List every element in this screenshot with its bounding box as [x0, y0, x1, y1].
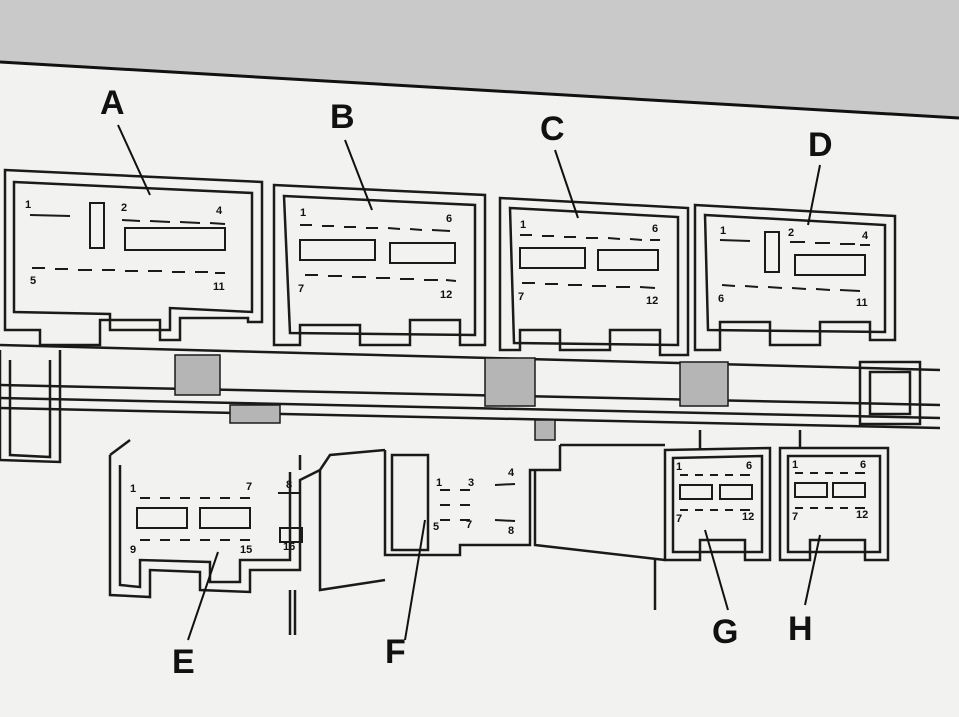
callout-b-label: B	[330, 98, 355, 136]
pin-number: 1	[720, 225, 727, 237]
connector-c-outline	[498, 196, 690, 357]
pin-number: 7	[246, 481, 253, 493]
callout-g-label: G	[712, 613, 739, 651]
pin-number: 4	[508, 467, 515, 479]
pin-number: 1	[130, 483, 137, 495]
pin-number: 1	[676, 461, 683, 473]
pin-number: 16	[283, 541, 296, 553]
pin-slots	[29, 202, 870, 543]
pin-number: 1	[520, 219, 527, 231]
pin-number: 12	[646, 295, 659, 307]
pin-number: 7	[466, 519, 473, 531]
leader-g	[704, 529, 729, 611]
leader-lines	[117, 124, 821, 641]
pin-number: 6	[446, 213, 453, 225]
pin-number: 4	[862, 230, 869, 242]
leader-e	[187, 551, 219, 641]
pin-number: 11	[213, 281, 225, 293]
connector-b-outline	[272, 183, 487, 347]
pin-number: 5	[433, 521, 440, 533]
pin-number: 12	[440, 289, 453, 301]
pin-number: 6	[652, 223, 659, 235]
leader-f	[404, 519, 426, 641]
pin-number: 8	[508, 525, 515, 537]
pin-number: 12	[856, 509, 869, 521]
pin-number: 11	[856, 297, 868, 309]
pin-number: 7	[298, 283, 305, 295]
pin-number: 3	[468, 477, 475, 489]
pin-number: 1	[436, 477, 443, 489]
pin-number: 8	[286, 479, 293, 491]
pin-number: 7	[792, 511, 799, 523]
connector-a-outline	[3, 168, 264, 347]
pin-number: 15	[240, 544, 253, 556]
pin-number: 1	[25, 199, 32, 211]
pin-number: 1	[792, 459, 799, 471]
pin-number: 12	[742, 511, 755, 523]
callout-f-label: F	[385, 633, 406, 671]
connector-h-outline	[778, 446, 890, 562]
pin-number: 1	[300, 207, 307, 219]
leader-d	[807, 164, 821, 226]
pin-number: 2	[121, 202, 128, 214]
pin-number: 7	[518, 291, 525, 303]
pin-number: 2	[788, 227, 795, 239]
leader-h	[804, 534, 821, 606]
leader-a	[117, 124, 151, 196]
rail-bar	[0, 343, 941, 464]
callout-h-label: H	[788, 610, 813, 648]
pin-number: 4	[216, 205, 223, 217]
connector-g-outline	[663, 446, 772, 562]
callout-e-label: E	[172, 643, 195, 681]
connector-d-outline	[693, 203, 897, 352]
leader-b	[344, 139, 373, 211]
pin-number: 5	[30, 275, 37, 287]
clip-blocks	[174, 354, 729, 441]
pin-number: 6	[718, 293, 725, 305]
callout-c-label: C	[540, 110, 565, 148]
connector-f-outline	[318, 445, 562, 592]
callout-a-label: A	[100, 84, 125, 122]
leader-c	[554, 149, 579, 219]
pin-number: 6	[860, 459, 867, 471]
pin-number: 6	[746, 460, 753, 472]
callout-d-label: D	[808, 126, 833, 164]
pin-number: 7	[676, 513, 683, 525]
pin-number: 9	[130, 544, 137, 556]
